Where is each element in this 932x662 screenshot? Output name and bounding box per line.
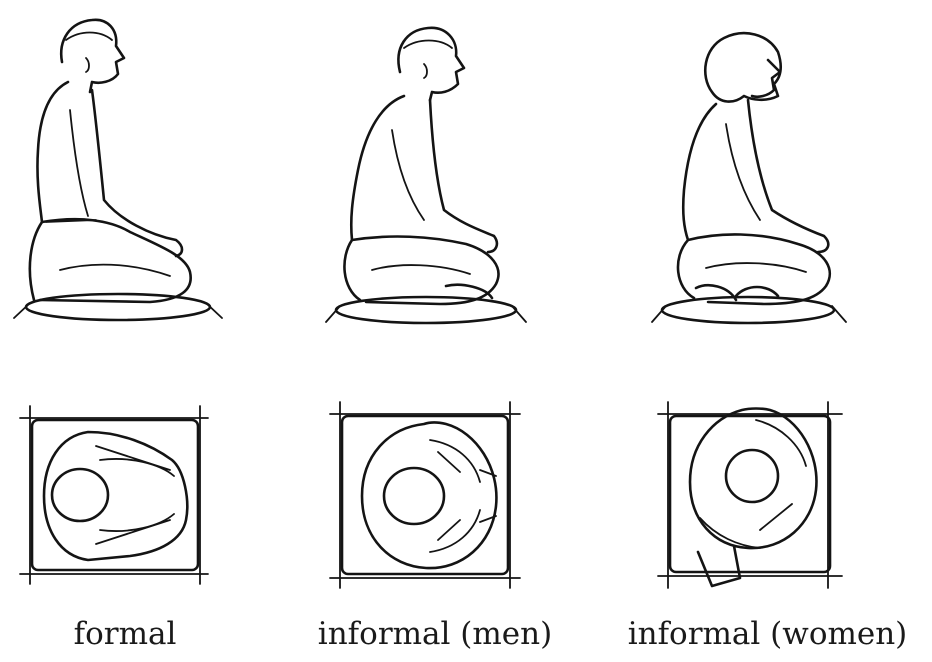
men-mat (342, 416, 508, 574)
women-chest-arm (748, 100, 828, 252)
formal-head (61, 20, 124, 92)
formal-top-figure (20, 406, 208, 584)
formal-folds (46, 110, 170, 276)
women-legs (688, 234, 830, 304)
women-folded-legs (700, 420, 806, 548)
men-folds (372, 130, 470, 274)
women-hair (705, 33, 780, 101)
women-side-figure (652, 33, 846, 323)
formal-back (30, 82, 68, 300)
formal-chest-arm (92, 90, 182, 256)
formal-hair-ear (66, 33, 112, 73)
men-body-top (362, 423, 496, 569)
formal-head-top (52, 469, 108, 521)
men-hair-ear (404, 41, 452, 79)
women-back (678, 104, 716, 298)
men-chest-arm (430, 100, 497, 252)
women-head-top (726, 450, 778, 502)
men-mat-overshoot (330, 402, 520, 588)
formal-side-figure (14, 20, 222, 320)
women-cushion (662, 297, 834, 323)
caption-informal-men: informal (men) (300, 612, 570, 656)
women-folds (706, 124, 806, 272)
men-side-figure (326, 28, 526, 323)
formal-cushion (26, 294, 210, 320)
women-top-figure (658, 402, 842, 588)
formal-shoulders (44, 432, 187, 560)
women-foot-top (698, 546, 740, 586)
men-cushion (336, 297, 516, 323)
men-floor-marks (326, 306, 526, 322)
women-floor-marks (652, 306, 846, 322)
formal-thigh (40, 219, 191, 302)
men-top-figure (330, 402, 520, 588)
men-head (398, 28, 464, 100)
caption-informal-women: informal (women) (610, 612, 925, 656)
caption-formal: formal (30, 612, 220, 656)
men-head-top (384, 468, 444, 524)
formal-mat (32, 420, 198, 570)
